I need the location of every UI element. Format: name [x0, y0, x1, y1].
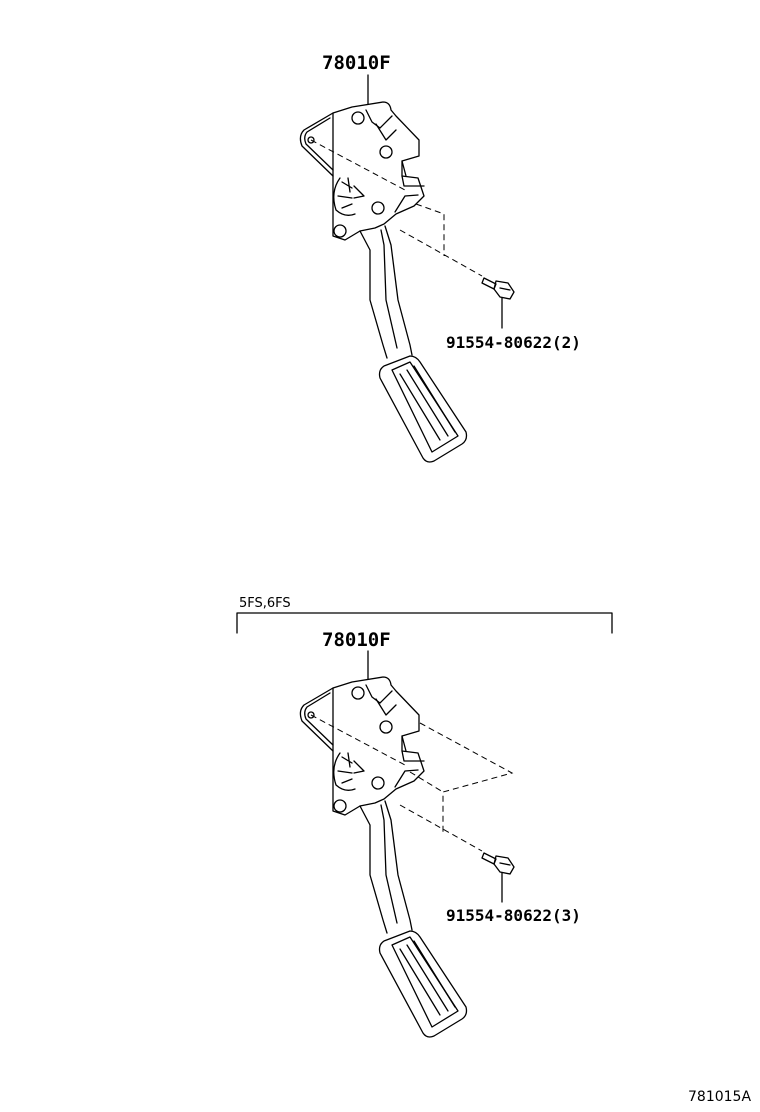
pedal-assembly-2: 5FS,6FS 78010F 91554-80622(3)	[236, 596, 613, 1038]
bolt-number: 91554-80622	[446, 906, 552, 925]
condition-bracket	[236, 612, 613, 634]
bolt-quantity: (2)	[552, 333, 581, 352]
bolt-part-number: 91554-80622(2)	[446, 333, 581, 352]
bolt-quantity: (3)	[552, 906, 581, 925]
part-number-label: 78010F	[322, 629, 391, 651]
accelerator-pedal-drawing	[299, 676, 515, 1038]
bolt-part-number: 91554-80622(3)	[446, 906, 581, 925]
pedal-assembly-1: 78010F 91554-80622(2)	[299, 52, 581, 463]
figure-code: 781015A	[688, 1089, 751, 1105]
assembly-guide-lines	[310, 714, 514, 852]
assembly-guide-lines	[310, 139, 483, 277]
bolt-number: 91554-80622	[446, 333, 552, 352]
part-number-label: 78010F	[322, 52, 391, 74]
condition-label: 5FS,6FS	[239, 596, 291, 611]
accelerator-pedal-drawing	[299, 101, 515, 463]
